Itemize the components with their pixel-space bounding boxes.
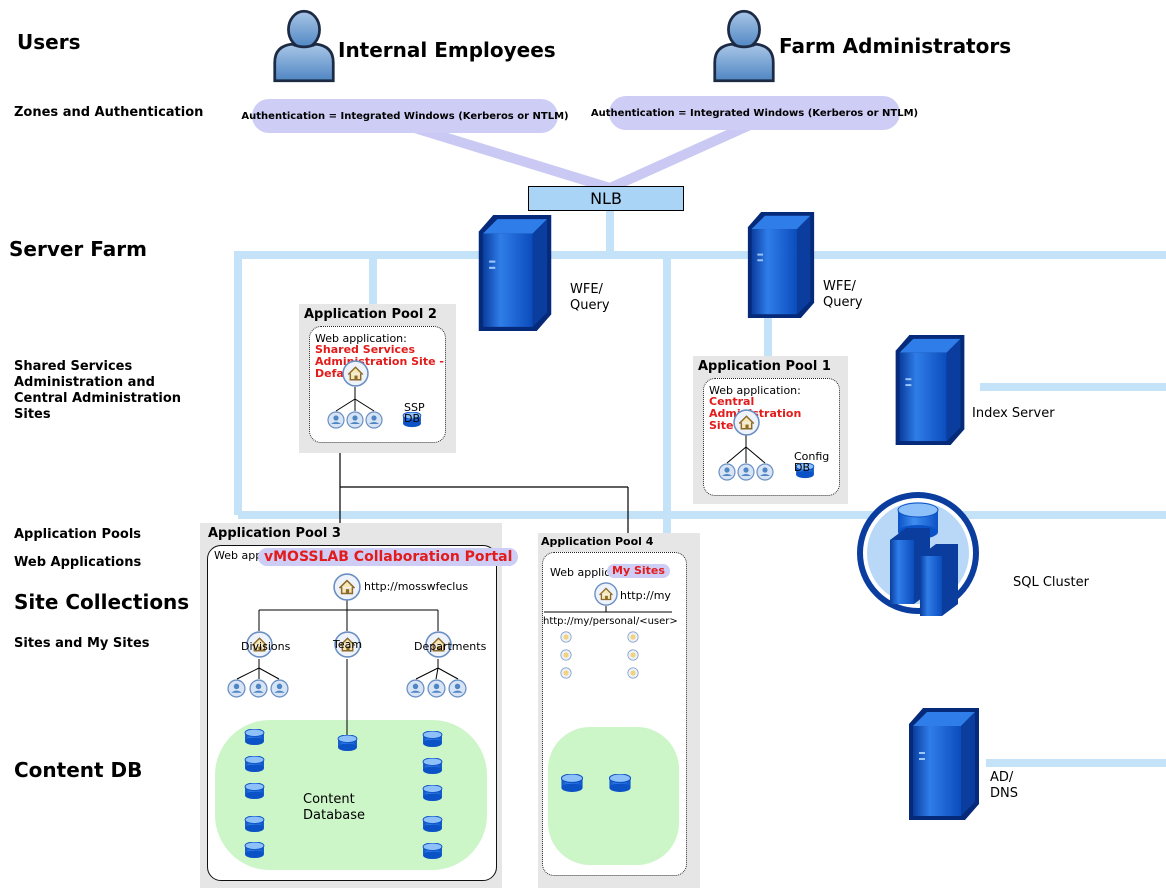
mysites-personal-url: http://my/personal/<user> <box>543 616 678 627</box>
app-pool-4-webapp-label: Web applic <box>550 566 611 579</box>
ad-dns-label: AD/ DNS <box>990 770 1018 801</box>
internal-employees-user-icon <box>273 9 335 83</box>
content-db-icon <box>422 731 443 748</box>
central-admin-site-icon <box>733 409 760 436</box>
mysites-url: http://my <box>620 589 671 602</box>
auth-pill-admins: Authentication = Integrated Windows (Ker… <box>591 96 918 130</box>
sql-cluster-label: SQL Cluster <box>1013 575 1090 590</box>
app-pool-2-site-tree <box>327 360 422 429</box>
subsite-icon <box>448 679 467 698</box>
departments-label: Departments <box>414 640 487 653</box>
auth-connectors <box>403 120 753 193</box>
content-database-label: Content Database <box>303 792 366 823</box>
row-label-site-collections: Site Collections <box>14 590 190 614</box>
mysites-root-icon <box>594 582 618 606</box>
app-pool-3-title: Application Pool 3 <box>208 526 341 541</box>
auth-pill-internal: Authentication = Integrated Windows (Ker… <box>241 99 569 133</box>
network-pipes <box>234 205 1166 767</box>
row-label-content-db: Content DB <box>14 758 143 782</box>
shared-services-site-icon <box>342 360 369 387</box>
content-db-icon <box>244 842 265 859</box>
personal-site-icon <box>627 649 639 661</box>
wfe1-label: WFE/ Query <box>570 282 610 313</box>
app-pool-4-title: Application Pool 4 <box>541 535 654 548</box>
content-db-icon <box>422 843 443 860</box>
subsite-icon <box>427 679 446 698</box>
mysites-db-icon <box>560 774 584 793</box>
mysites-db-area <box>548 727 679 865</box>
portal-site-tree <box>227 573 467 860</box>
subsite-icon <box>737 463 755 481</box>
wfe2-server-icon <box>747 212 815 318</box>
portal-root-site-icon <box>333 573 361 601</box>
app-pool-1-title: Application Pool 1 <box>698 359 831 374</box>
portal-url: http://mosswfeclus <box>364 580 469 593</box>
subsite-icon <box>365 411 383 429</box>
row-label-shared-services: Shared Services Administration and Centr… <box>14 359 182 422</box>
index-server-icon <box>895 335 965 445</box>
subsite-icon <box>270 679 289 698</box>
row-label-users: Users <box>17 30 81 54</box>
personal-site-icon <box>560 631 572 643</box>
personal-site-icon <box>560 649 572 661</box>
wfe1-server-icon <box>478 215 552 331</box>
subsite-icon <box>346 411 364 429</box>
personal-site-icon <box>627 667 639 679</box>
content-db-icon <box>244 783 265 800</box>
farm-administrators-label: Farm Administrators <box>779 34 1012 58</box>
subsite-icon <box>227 679 246 698</box>
app-pool-3-webapp-name: vMOSSLAB Collaboration Portal <box>258 548 519 566</box>
ad-dns-server-icon <box>909 708 979 820</box>
ssp-db-label: SSP DB <box>404 401 425 425</box>
team-label: Team <box>333 638 363 651</box>
content-db-icon <box>244 816 265 833</box>
nlb-box: NLB <box>528 186 684 211</box>
app-pool-2-title: Application Pool 2 <box>304 307 437 322</box>
mysites-site-tree <box>544 582 672 793</box>
subsite-icon <box>327 411 345 429</box>
sql-cluster-icon <box>857 492 979 616</box>
app-pool-2-webapp-label: Web application: <box>315 332 407 345</box>
row-label-app-pools: Application Pools <box>14 527 142 542</box>
divisions-label: Divisions <box>241 640 291 653</box>
content-db-icon <box>422 785 443 802</box>
mysites-db-icon <box>608 774 632 793</box>
index-server-label: Index Server <box>972 406 1055 421</box>
content-db-icon <box>422 758 443 775</box>
row-label-server-farm: Server Farm <box>9 237 147 261</box>
content-db-icon <box>244 729 265 746</box>
personal-site-icon <box>627 631 639 643</box>
subsite-icon <box>406 679 425 698</box>
app-pool-1-webapp-label: Web application: <box>709 384 801 397</box>
subsite-icon <box>249 679 268 698</box>
wfe2-label: WFE/ Query <box>823 279 863 310</box>
content-db-icon <box>422 816 443 833</box>
internal-employees-label: Internal Employees <box>338 38 556 62</box>
personal-site-icon <box>560 667 572 679</box>
content-db-icon <box>244 756 265 773</box>
config-db-label: Config DB <box>794 450 830 474</box>
app-pool-4-webapp-name: My Sites <box>607 564 670 578</box>
app-pool-3-webapp-label: Web app <box>214 549 263 562</box>
farm-administrators-user-icon <box>713 9 775 83</box>
subsite-icon <box>756 463 774 481</box>
app-pool-1-site-tree <box>718 409 815 481</box>
team-db-icon <box>337 735 358 752</box>
row-label-sites: Sites and My Sites <box>14 636 150 651</box>
subsite-icon <box>718 463 736 481</box>
pool-connectors <box>339 450 629 540</box>
row-label-zones: Zones and Authentication <box>14 105 204 120</box>
row-label-web-apps: Web Applications <box>14 555 142 570</box>
